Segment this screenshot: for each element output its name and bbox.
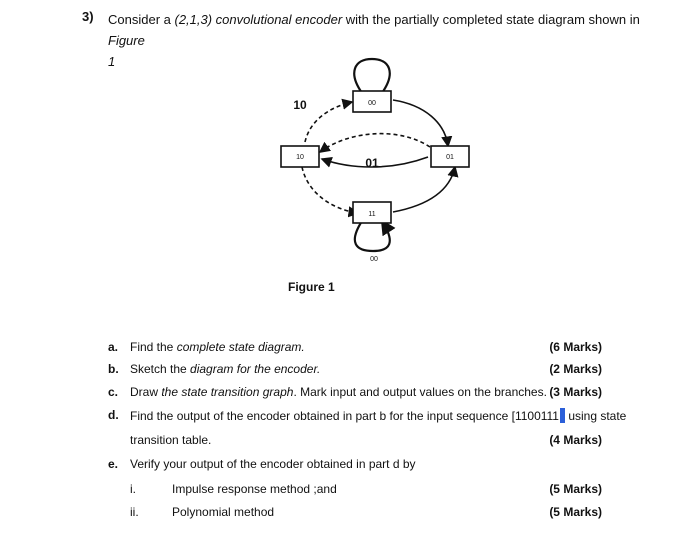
subpart-i-text: Impulse response method ;and <box>172 482 337 496</box>
svg-text:11: 11 <box>368 211 375 218</box>
part-b-label: b. <box>108 362 119 376</box>
part-d-text-line1: Find the output of the encoder obtained … <box>130 408 627 423</box>
state-10: 10 <box>280 145 320 168</box>
part-e-label: e. <box>108 457 119 471</box>
svg-text:01: 01 <box>446 154 454 161</box>
self-loop-00 <box>353 57 391 94</box>
self-loop-11 <box>353 219 396 253</box>
figure-reference-number: 1 <box>108 54 116 69</box>
part-b-text: Sketch the diagram for the encoder. <box>130 362 321 376</box>
part-c-label: c. <box>108 385 119 399</box>
edge-label-center: 01 <box>365 156 379 170</box>
subpart-ii-text: Polynomial method <box>172 505 275 519</box>
part-a-text: Find the complete state diagram. <box>130 340 305 354</box>
part-d-label: d. <box>108 408 119 422</box>
part-a-marks: (6 Marks) <box>549 340 602 354</box>
question-intro: Consider a <box>108 12 175 27</box>
figure-caption: Figure 1 <box>288 280 335 294</box>
question-text: Consider a (2,1,3) convolutional encoder… <box>108 9 668 72</box>
part-c-text: Draw the state transition graph. Mark in… <box>130 385 547 399</box>
state-00: 00 <box>352 90 392 113</box>
edge-label-top-left: 10 <box>293 98 307 112</box>
svg-text:10: 10 <box>296 154 304 161</box>
subpart-i-marks: (5 Marks) <box>549 482 602 496</box>
edge-10-to-00 <box>304 98 354 143</box>
edge-00-to-01 <box>392 99 453 148</box>
text-cursor <box>559 408 565 423</box>
edge-11-to-01 <box>392 165 459 213</box>
part-d-marks: (4 Marks) <box>549 433 602 447</box>
svg-text:00: 00 <box>368 100 376 107</box>
edge-01-to-10 <box>318 132 431 153</box>
subpart-ii-marks: (5 Marks) <box>549 505 602 519</box>
figure-reference: Figure <box>108 33 145 48</box>
question-mid: with the partially completed state diagr… <box>342 12 640 27</box>
subpart-ii-label: ii. <box>130 505 139 519</box>
part-a-label: a. <box>108 340 119 354</box>
question-number: 3) <box>82 9 94 24</box>
state-11: 11 <box>352 201 392 224</box>
state-diagram: 00 10 01 11 10 01 00 <box>280 57 470 263</box>
part-b-marks: (2 Marks) <box>549 362 602 376</box>
part-c-marks: (3 Marks) <box>549 385 602 399</box>
edge-01-lower <box>320 156 429 168</box>
part-d-text-line2: transition table. <box>130 433 212 447</box>
part-e-text: Verify your output of the encoder obtain… <box>130 457 416 471</box>
subpart-i-label: i. <box>130 482 136 496</box>
edge-10-to-11 <box>301 166 360 218</box>
state-01: 01 <box>430 145 470 168</box>
encoder-spec: (2,1,3) convolutional encoder <box>174 12 343 27</box>
edge-label-bottom: 00 <box>370 256 378 263</box>
